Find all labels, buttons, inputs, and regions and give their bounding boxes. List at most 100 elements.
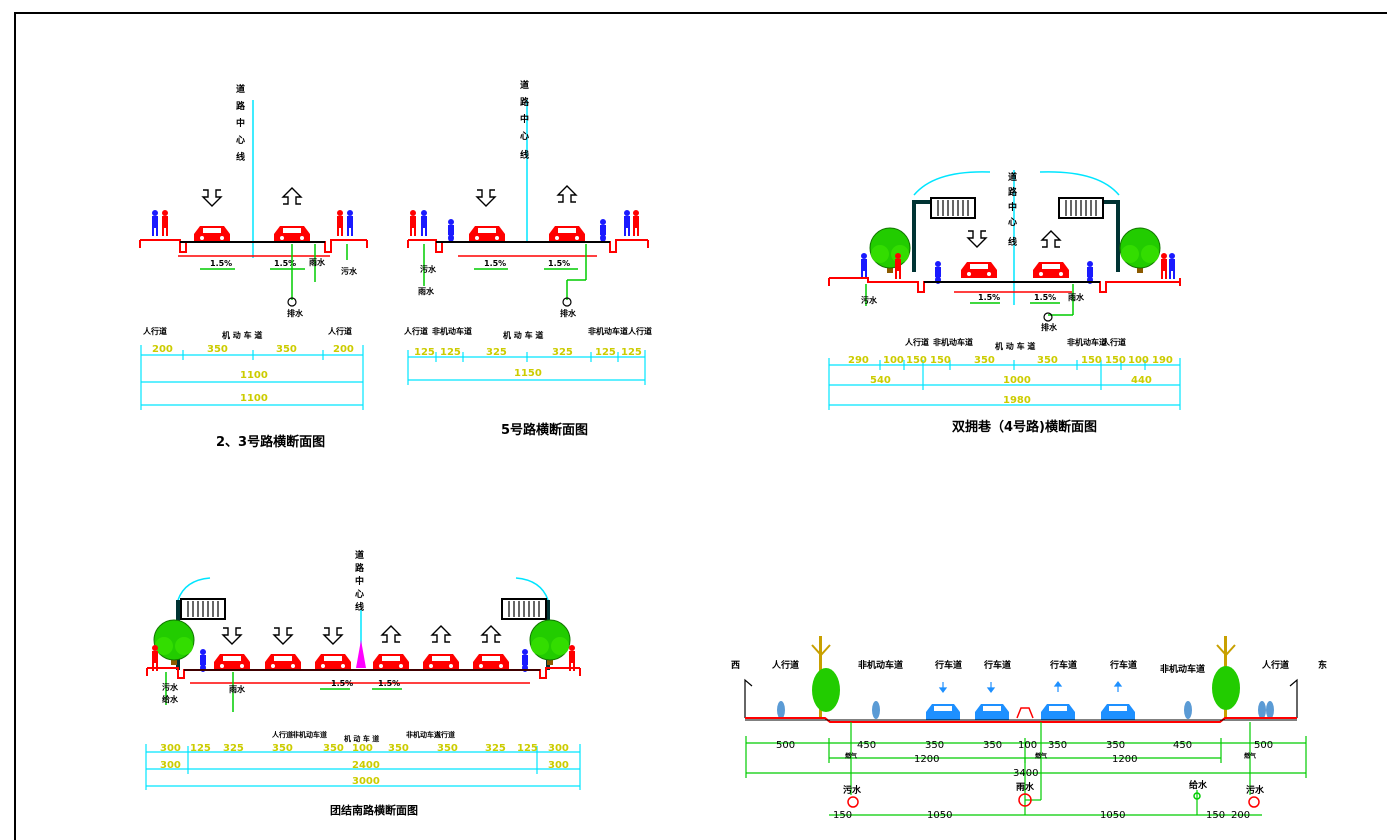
tree-icon xyxy=(153,619,195,666)
pedestrian-icon xyxy=(152,210,158,236)
section-23: 道 路 中 心 线 1.5% 1.5% 排水 雨水 污水 人行道 机 动 车 道… xyxy=(139,83,368,450)
svg-text:给水: 给水 xyxy=(162,694,179,704)
section-tjn-title: 团结南路横断面图 xyxy=(330,803,418,817)
bicycle-icon xyxy=(448,219,454,242)
svg-text:非机动车道: 非机动车道 xyxy=(292,730,327,739)
pedestrian-icon xyxy=(624,210,630,236)
car-icon xyxy=(265,654,301,670)
svg-text:150: 150 xyxy=(1081,355,1102,366)
section-5-title: 5号路横断面图 xyxy=(501,422,588,438)
svg-text:心: 心 xyxy=(1008,217,1017,228)
svg-text:排水: 排水 xyxy=(287,308,304,318)
car-icon xyxy=(926,704,960,720)
tree-icon xyxy=(1212,666,1240,710)
svg-text:雨水: 雨水 xyxy=(229,684,246,694)
tree-icon xyxy=(869,227,911,274)
svg-text:机 动 车 道: 机 动 车 道 xyxy=(222,330,262,340)
svg-text:450: 450 xyxy=(857,740,876,751)
bicycle-icon xyxy=(522,649,528,672)
arrow-up-icon xyxy=(557,185,577,203)
svg-text:500: 500 xyxy=(1254,740,1273,751)
road-sign-icon xyxy=(1058,197,1104,219)
svg-text:125: 125 xyxy=(621,347,642,358)
arrow-down-icon xyxy=(273,627,293,645)
svg-text:污水: 污水 xyxy=(162,682,179,692)
arrow-down-icon xyxy=(202,189,222,207)
svg-text:雨水: 雨水 xyxy=(418,286,435,296)
car-icon xyxy=(214,654,250,670)
svg-text:人行道: 人行道 xyxy=(771,659,799,671)
svg-text:300: 300 xyxy=(548,760,569,771)
svg-text:350: 350 xyxy=(1048,740,1067,751)
svg-text:150: 150 xyxy=(906,355,927,366)
svg-text:中: 中 xyxy=(520,113,529,125)
svg-text:1980: 1980 xyxy=(1003,395,1031,406)
svg-text:机 动 车 道: 机 动 车 道 xyxy=(503,330,543,340)
svg-text:350: 350 xyxy=(1037,355,1058,366)
svg-text:125: 125 xyxy=(517,743,538,754)
svg-text:290: 290 xyxy=(848,355,869,366)
pedestrian-icon xyxy=(861,253,867,279)
svg-text:1.5%: 1.5% xyxy=(210,259,232,268)
arrow-up-icon xyxy=(381,625,401,643)
svg-text:1.5%: 1.5% xyxy=(1034,293,1056,302)
svg-text:350: 350 xyxy=(388,743,409,754)
pedestrian-icon xyxy=(1258,701,1266,719)
section-4-title: 双拥巷（4号路)横断面图 xyxy=(952,419,1097,435)
svg-text:西: 西 xyxy=(731,660,740,671)
svg-text:燃气: 燃气 xyxy=(1035,752,1047,760)
svg-text:190: 190 xyxy=(1152,355,1173,366)
pedestrian-icon xyxy=(410,210,416,236)
svg-text:325: 325 xyxy=(485,743,506,754)
bicycle-icon xyxy=(935,261,941,284)
svg-text:非机动车道: 非机动车道 xyxy=(432,326,472,336)
svg-text:线: 线 xyxy=(355,601,364,613)
bicycle-icon xyxy=(600,219,606,242)
svg-text:污水: 污水 xyxy=(843,784,862,796)
svg-text:150: 150 xyxy=(1206,810,1225,821)
svg-text:200: 200 xyxy=(152,344,173,355)
arrow-down-icon xyxy=(323,627,343,645)
car-icon xyxy=(1041,704,1075,720)
pedestrian-icon xyxy=(421,210,427,236)
svg-text:路: 路 xyxy=(355,562,365,574)
svg-text:燃气: 燃气 xyxy=(1244,752,1256,760)
pedestrian-icon xyxy=(1161,253,1167,279)
svg-text:2400: 2400 xyxy=(352,760,380,771)
arrow-up-icon xyxy=(282,187,302,205)
svg-text:325: 325 xyxy=(552,347,573,358)
car-icon xyxy=(373,654,409,670)
svg-text:350: 350 xyxy=(272,743,293,754)
svg-text:雨水: 雨水 xyxy=(1016,781,1035,793)
pedestrian-icon xyxy=(347,210,353,236)
pedestrian-icon xyxy=(777,701,785,719)
svg-text:非机动车道: 非机动车道 xyxy=(933,337,973,347)
arrow-down-icon xyxy=(476,189,496,207)
svg-text:人行道: 人行道 xyxy=(905,337,929,347)
svg-text:125: 125 xyxy=(414,347,435,358)
svg-text:人行道: 人行道 xyxy=(628,326,652,336)
svg-text:人行道: 人行道 xyxy=(143,326,167,336)
svg-text:350: 350 xyxy=(207,344,228,355)
svg-text:行车道: 行车道 xyxy=(983,659,1011,671)
car-icon xyxy=(194,226,230,242)
svg-text:非机动车道: 非机动车道 xyxy=(1160,663,1205,675)
car-icon xyxy=(1101,704,1135,720)
svg-text:中: 中 xyxy=(236,117,245,129)
cyclist-icon xyxy=(1184,701,1192,719)
pedestrian-icon xyxy=(162,210,168,236)
road-sign-icon xyxy=(501,598,547,620)
svg-text:道: 道 xyxy=(1008,171,1017,183)
svg-text:人行道: 人行道 xyxy=(328,326,352,336)
svg-text:燃气: 燃气 xyxy=(845,752,857,760)
svg-text:人行道: 人行道 xyxy=(404,326,428,336)
svg-text:3000: 3000 xyxy=(352,776,380,787)
svg-text:150: 150 xyxy=(833,810,852,821)
car-icon xyxy=(423,654,459,670)
svg-text:300: 300 xyxy=(548,743,569,754)
svg-text:线: 线 xyxy=(1008,236,1017,248)
svg-text:非机动车道: 非机动车道 xyxy=(406,730,441,739)
svg-text:污水: 污水 xyxy=(420,264,437,274)
svg-text:行车道: 行车道 xyxy=(1109,659,1137,671)
